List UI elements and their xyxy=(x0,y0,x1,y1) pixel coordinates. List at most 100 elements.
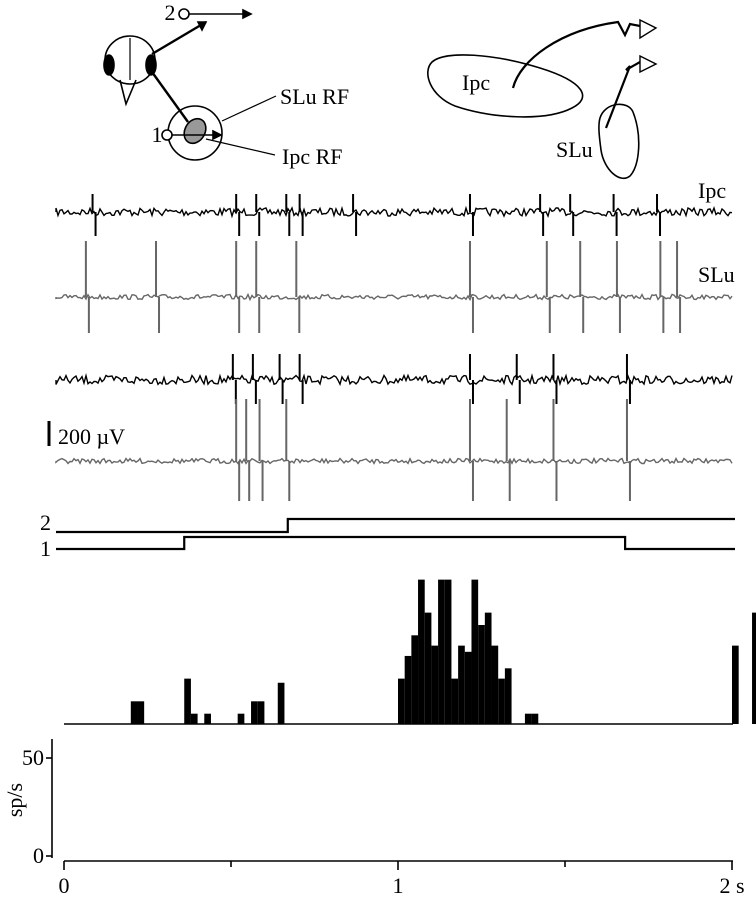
ipc-electrode-icon xyxy=(511,20,641,89)
histogram-ipc-bar xyxy=(257,701,265,724)
y-tick-label-0: 0 xyxy=(33,843,44,868)
spike xyxy=(255,194,261,236)
x-tick-label-1: 1 xyxy=(393,873,404,898)
spike xyxy=(245,399,251,501)
histogram-ipc-bar xyxy=(398,678,405,725)
histogram-ipc-bar xyxy=(418,579,425,725)
stimulus-steps xyxy=(56,517,735,551)
slu-nucleus-label: SLu xyxy=(556,137,593,162)
spike xyxy=(676,241,682,333)
stimulus-1-label: 1 xyxy=(152,122,163,147)
spike xyxy=(579,241,585,333)
histogram-ipc-bar xyxy=(451,678,459,725)
spike xyxy=(251,354,257,404)
histogram-ipc xyxy=(130,579,756,725)
ipc-electrode-arrow-icon xyxy=(639,18,658,40)
histogram-ipc-bar xyxy=(732,645,739,725)
spike xyxy=(298,354,304,404)
histogram-ipc-bar xyxy=(277,682,285,724)
ipc-nucleus-label: Ipc xyxy=(462,70,490,95)
schematic-right xyxy=(427,18,658,179)
recording-traces xyxy=(55,194,733,501)
histogram-ipc-bar xyxy=(458,645,465,725)
histogram-ipc-bar xyxy=(504,668,512,724)
histogram-ipc-bar xyxy=(484,612,492,725)
spike xyxy=(659,241,665,333)
spike xyxy=(255,241,261,333)
spike xyxy=(84,241,90,333)
histogram-ipc-bar xyxy=(471,579,479,725)
step-1-label: 1 xyxy=(40,536,51,561)
spike xyxy=(656,194,662,236)
spike xyxy=(285,194,291,236)
spike xyxy=(295,241,301,333)
x-tick-label-0: 0 xyxy=(59,873,70,898)
scale-bar-label: 200 µV xyxy=(58,424,125,449)
spike xyxy=(552,354,558,404)
spike xyxy=(539,194,545,236)
slu-electrode-icon xyxy=(604,61,641,129)
step-2-label: 2 xyxy=(40,510,51,535)
spike xyxy=(91,194,97,236)
histogram-ipc-bar xyxy=(464,651,472,724)
histogram-ipc-bar xyxy=(524,713,532,724)
spike xyxy=(352,194,358,236)
histogram-ipc-bar xyxy=(137,701,145,724)
histogram-ipc-bar xyxy=(404,655,412,724)
histogram-ipc-bar xyxy=(184,678,191,725)
slu-nucleus-outline xyxy=(598,103,640,179)
trace-ipc-trial-1 xyxy=(55,194,733,236)
spike xyxy=(235,194,241,236)
stimulus-2-step xyxy=(56,517,735,534)
spike xyxy=(612,194,618,236)
ipc-rf-icon xyxy=(183,117,207,145)
histogram-ipc-bar xyxy=(752,612,756,725)
histogram-ipc-bar xyxy=(424,612,432,725)
histogram-ipc-bar xyxy=(498,678,505,725)
schematic-left xyxy=(103,8,277,161)
stimulus-1-icon xyxy=(161,129,173,141)
x-ticks xyxy=(63,861,733,870)
histogram-ipc-bar xyxy=(444,579,452,725)
spike xyxy=(285,399,291,501)
spike xyxy=(468,399,474,501)
spike xyxy=(468,354,474,404)
spike xyxy=(258,399,264,501)
trace-slu-trial-2 xyxy=(55,399,733,501)
y-axis-label: sp/s xyxy=(2,783,27,817)
spike xyxy=(468,241,474,333)
histogram-ipc-bar xyxy=(251,701,258,724)
slu-rf-label: SLu RF xyxy=(280,84,349,109)
histogram-ipc-bar xyxy=(130,701,138,724)
spike xyxy=(515,354,521,404)
spike xyxy=(625,399,631,501)
spike xyxy=(552,399,558,501)
histogram-ipc-bar xyxy=(431,645,439,725)
spike xyxy=(468,194,474,236)
ipc-nucleus-outline xyxy=(427,54,584,118)
spike xyxy=(545,241,551,333)
trace-slu-label: SLu xyxy=(698,262,735,287)
histogram-ipc-bar xyxy=(237,713,245,724)
spike xyxy=(278,354,284,404)
spike xyxy=(235,241,241,333)
trace-slu-trial-1 xyxy=(55,241,733,333)
histogram-ipc-bar xyxy=(438,579,445,725)
stimulus-2-label: 2 xyxy=(165,0,176,25)
spike xyxy=(235,399,241,501)
spike xyxy=(298,194,304,236)
bird-beak-icon xyxy=(119,79,137,107)
histogram-ipc-bar xyxy=(491,645,499,725)
trace-ipc-label: Ipc xyxy=(698,178,726,203)
ipc-rf-label: Ipc RF xyxy=(282,144,343,169)
spike xyxy=(615,241,621,333)
trace-ipc-trial-2 xyxy=(55,354,733,404)
x-tick-label-2: 2 s xyxy=(719,873,744,898)
stimulus-2-icon xyxy=(178,8,190,20)
spike xyxy=(155,241,161,333)
spike xyxy=(505,399,511,501)
histogram-ipc-bar xyxy=(478,625,485,724)
spike xyxy=(625,354,631,404)
y-tick-label-50: 50 xyxy=(22,745,44,770)
